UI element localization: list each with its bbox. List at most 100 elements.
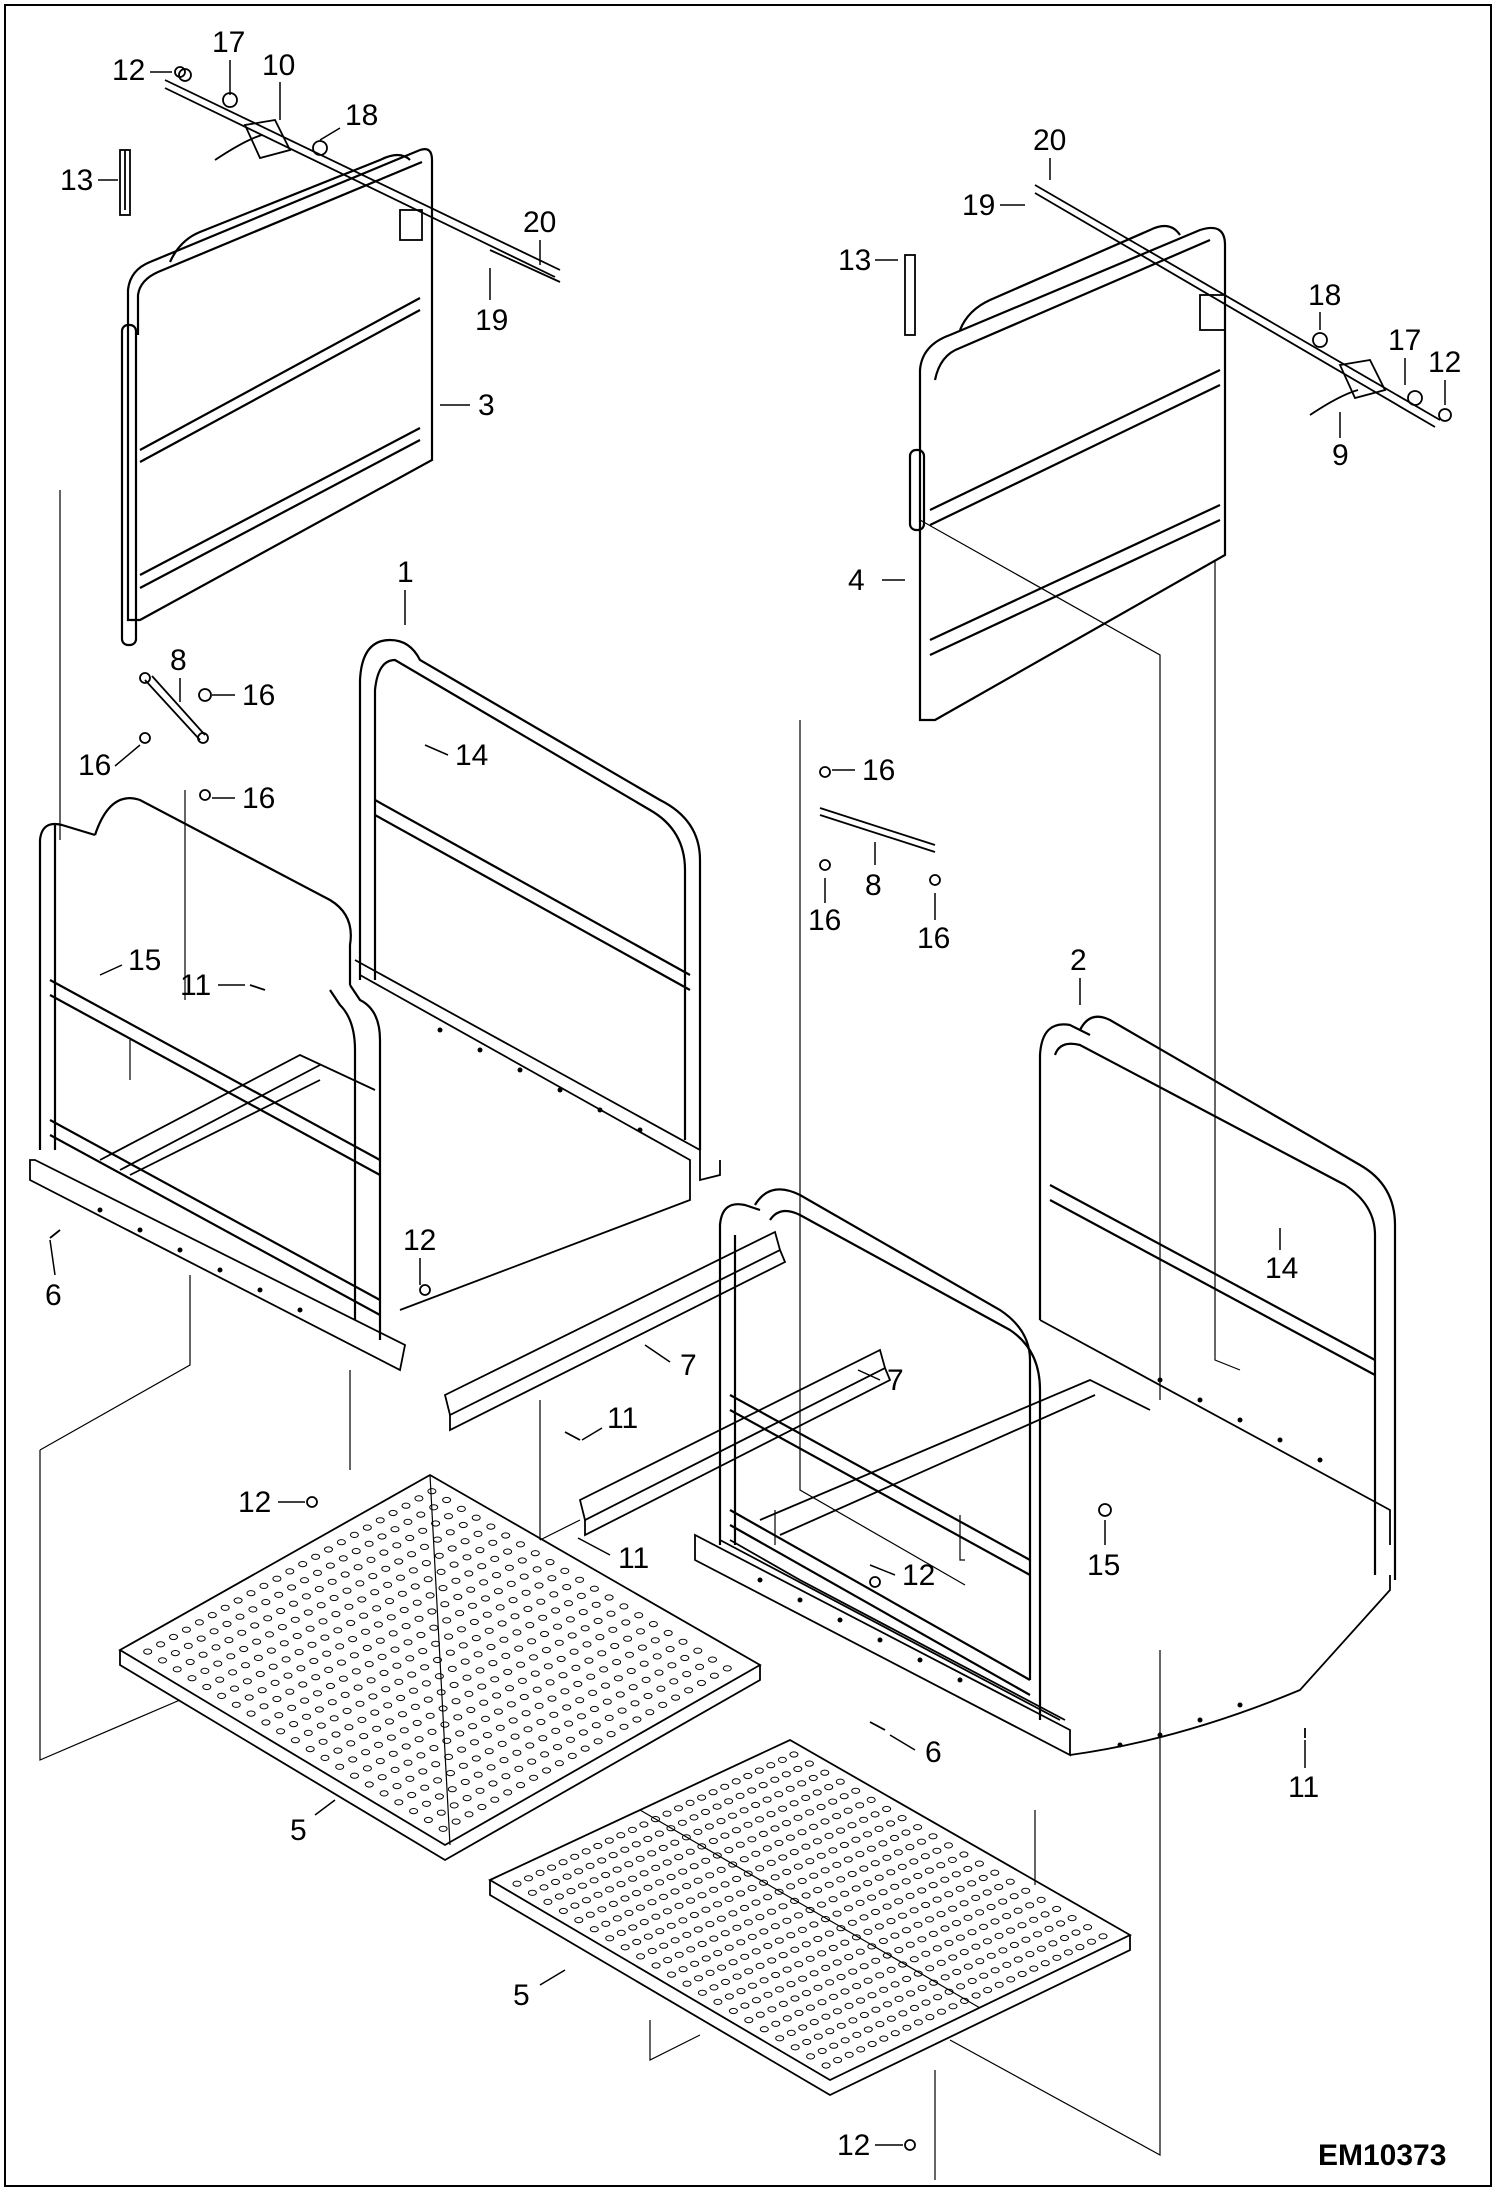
grating-hole [682,1671,692,1678]
grating-hole [479,1699,489,1706]
grating-hole [709,1886,719,1893]
grating-hole [228,1669,238,1676]
grating-hole [778,1854,788,1861]
grating-hole [468,1602,477,1609]
grating-hole [686,1946,696,1953]
grating-hole [268,1663,278,1670]
grating-hole [678,1638,688,1645]
grating-hole [678,1868,688,1875]
grating-hole [829,1993,838,2001]
grating-hole [410,1703,420,1711]
grating-hole [724,1993,734,2000]
grating-hole [731,1778,741,1785]
grating-hole [925,2014,935,2021]
grating-hole [313,1569,322,1577]
grating-hole [460,1778,470,1786]
grating-hole [1017,1970,1027,1978]
grating-hole [774,1791,784,1798]
grating-hole [578,1882,587,1889]
grating-hole [296,1665,306,1672]
grating-hole [409,1808,419,1815]
grating-hole [747,1933,757,1941]
grating-hole [505,1685,514,1692]
grating-hole [585,1911,595,1918]
grating-hole [442,1617,452,1624]
grating-hole [1052,1954,1062,1961]
grating-hole [300,1697,310,1704]
grating-hole [255,1670,265,1678]
grating-hole [538,1735,548,1742]
grating-hole [959,1900,969,1907]
grating-hole [530,1550,540,1557]
grating-hole [852,2031,862,2039]
grating-hole [867,1894,877,1901]
grating-hole [449,1681,459,1689]
grating-hole [250,1622,260,1629]
grating-hole [821,1964,831,1972]
grating-hole [501,1652,511,1660]
grating-hole [851,1934,861,1941]
grating-hole [314,1586,324,1593]
grating-hole [782,1966,792,1973]
grating-hole [276,1728,286,1735]
grating-hole [616,1881,626,1888]
callout-15: 15 [128,944,161,977]
grating-hole [451,1577,461,1584]
grating-hole [414,1615,424,1622]
grating-hole [366,1556,376,1564]
grating-hole [418,1768,428,1775]
grating-hole [651,1864,661,1872]
callout-16: 16 [242,782,275,815]
grating-hole [921,1901,931,1909]
grating-hole [460,1538,470,1545]
grating-hole [713,1998,723,2006]
grating-hole [944,1891,954,1898]
grating-hole [564,1600,573,1607]
grating-hole [506,1580,516,1588]
grating-hole [724,1847,734,1854]
grating-hole [678,1917,688,1924]
grating-hole [350,1772,359,1779]
grating-hole [580,1745,590,1752]
grating-hole [848,1968,858,1975]
grating-hole [427,1728,437,1736]
grating-hole [686,1897,695,1904]
grating-hole [832,1861,842,1869]
grating-hole [901,1829,911,1836]
grating-hole [434,1793,444,1800]
grating-hole [709,1935,719,1942]
grating-hole [890,1981,900,1988]
grating-hole [314,1706,324,1713]
grating-hole [1006,1927,1015,1934]
grating-hole [451,1698,461,1705]
grating-hole [248,1606,258,1613]
grating-hole [421,1560,431,1567]
grating-hole [693,1647,703,1654]
grating-hole [370,1589,380,1596]
grating-hole [840,2037,850,2044]
grating-hole [283,1672,293,1679]
grating-hole [410,1583,420,1590]
grating-hole [650,1637,660,1644]
right-pin-assembly [904,184,1452,428]
grating-hole [1075,1944,1085,1951]
grating-hole [580,1625,590,1632]
grating-hole [859,1914,869,1921]
grating-hole [615,1691,625,1698]
grating-hole [326,1682,335,1690]
grating-hole [828,1944,838,1952]
grating-hole [963,1963,973,1970]
grating-hole [348,1636,358,1643]
grating-hole [547,1695,557,1702]
grating-hole [665,1646,675,1653]
grating-hole [458,1762,468,1769]
grating-hole [871,2006,881,2013]
grating-hole [874,1874,884,1881]
grating-hole [604,1594,614,1601]
grating-hole [925,1965,935,1972]
grating-hole [802,1990,811,1997]
grating-hole [181,1626,191,1633]
grating-hole [351,1548,361,1555]
grating-hole [427,1608,437,1615]
grating-hole [713,1950,723,1957]
